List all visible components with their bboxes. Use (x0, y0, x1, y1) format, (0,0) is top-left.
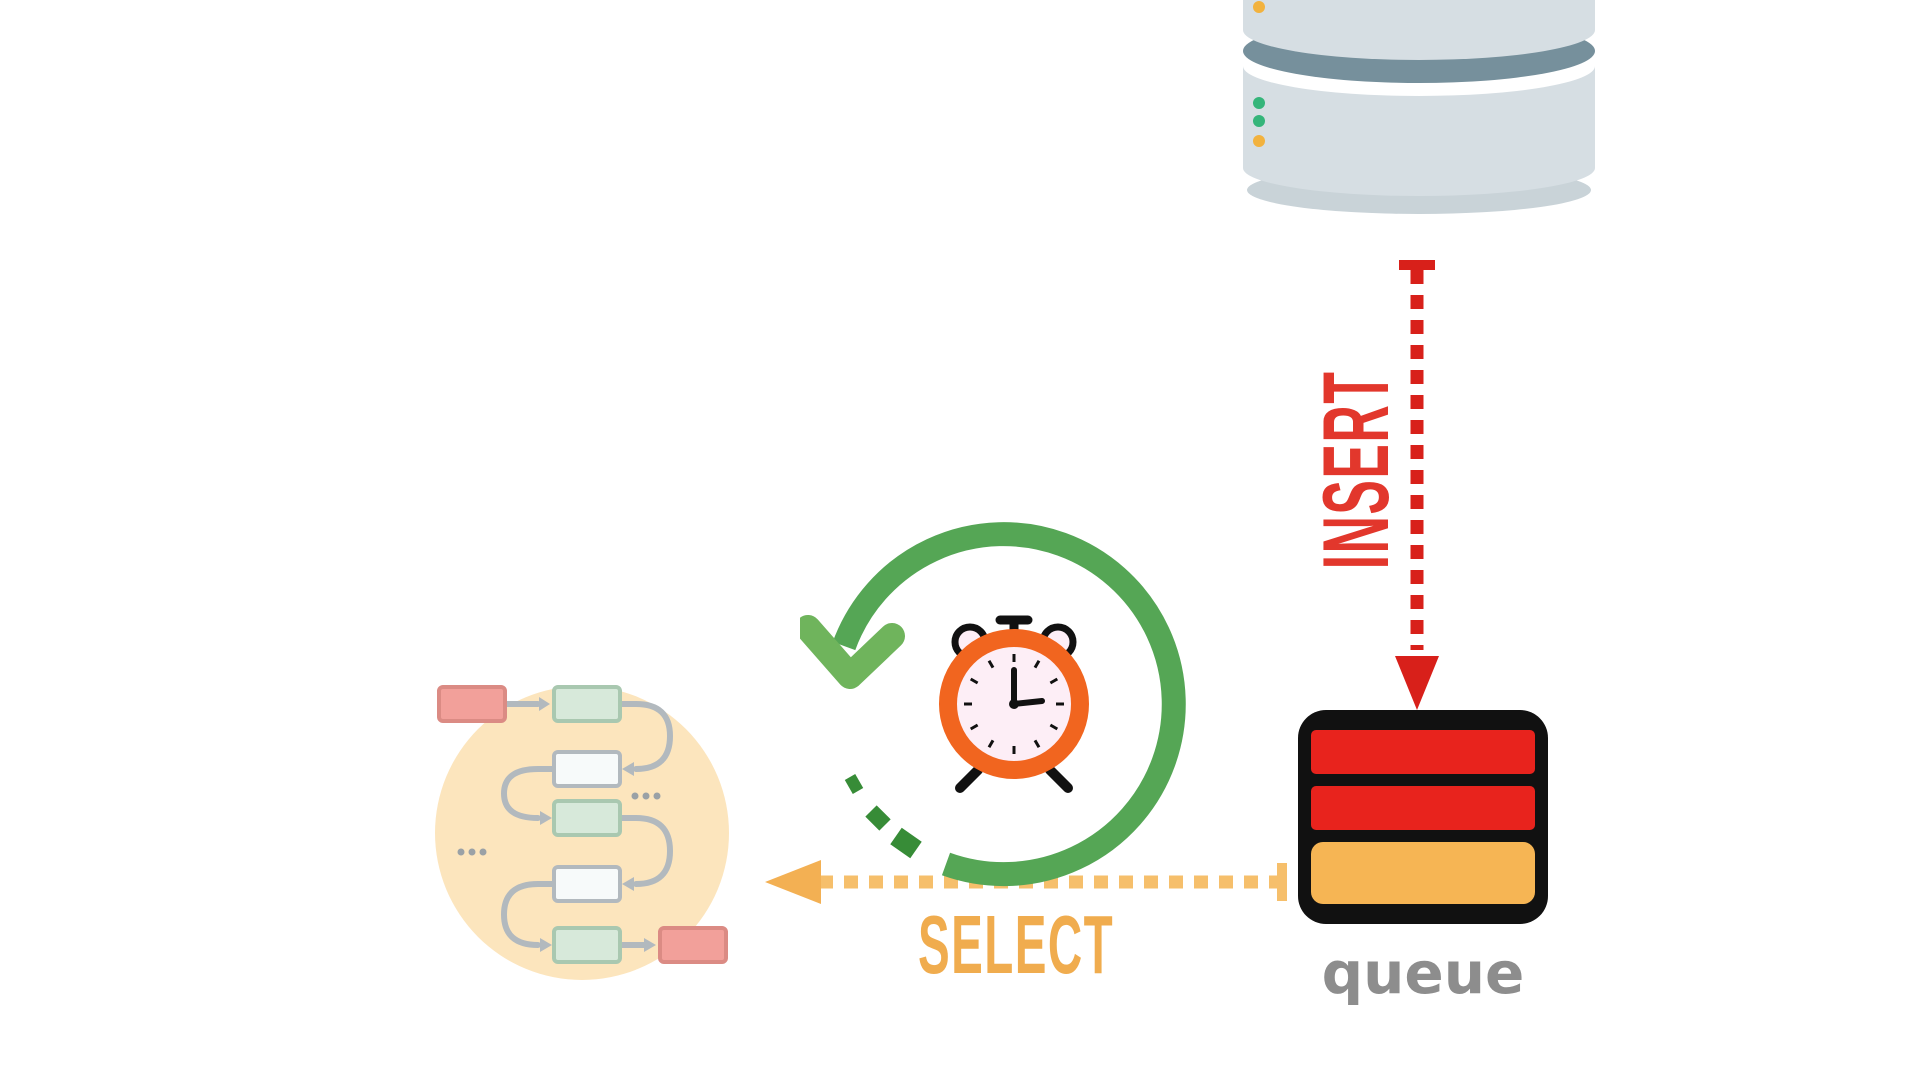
queue-label: queue (1321, 939, 1525, 1007)
select-arrow-head (765, 860, 821, 904)
queue-stripe-2 (1311, 786, 1535, 830)
alarm-clock (939, 615, 1089, 793)
refresh-arc (832, 522, 1186, 887)
insert-label: INSERT (1305, 370, 1409, 570)
workflow-boxes (437, 685, 728, 964)
clock-center-dot (1009, 699, 1019, 709)
alarm-leg-right (1045, 765, 1073, 793)
workflow-connectors (500, 701, 674, 948)
refresh-clock-icon (800, 522, 1186, 887)
database-body (1243, 0, 1595, 196)
database-status-dots (1253, 1, 1265, 147)
queue-stripe-3 (1311, 842, 1535, 904)
workflow-ellipsis-dots (457, 792, 661, 856)
refresh-arrowhead (800, 615, 905, 689)
insert-arrow-head (1395, 656, 1439, 710)
select-label: SELECT (917, 897, 1115, 991)
insert-arrow (1395, 260, 1439, 710)
workflow-arrowheads (539, 697, 656, 952)
queue-stripe-1 (1311, 730, 1535, 774)
queue-icon (1298, 710, 1548, 924)
refresh-dashes (844, 774, 922, 859)
alarm-leg-left (955, 765, 983, 793)
select-arrow (765, 860, 1287, 904)
clock-ticks (964, 654, 1064, 754)
workflow-icon (435, 685, 729, 980)
database-icon (1243, 0, 1595, 214)
